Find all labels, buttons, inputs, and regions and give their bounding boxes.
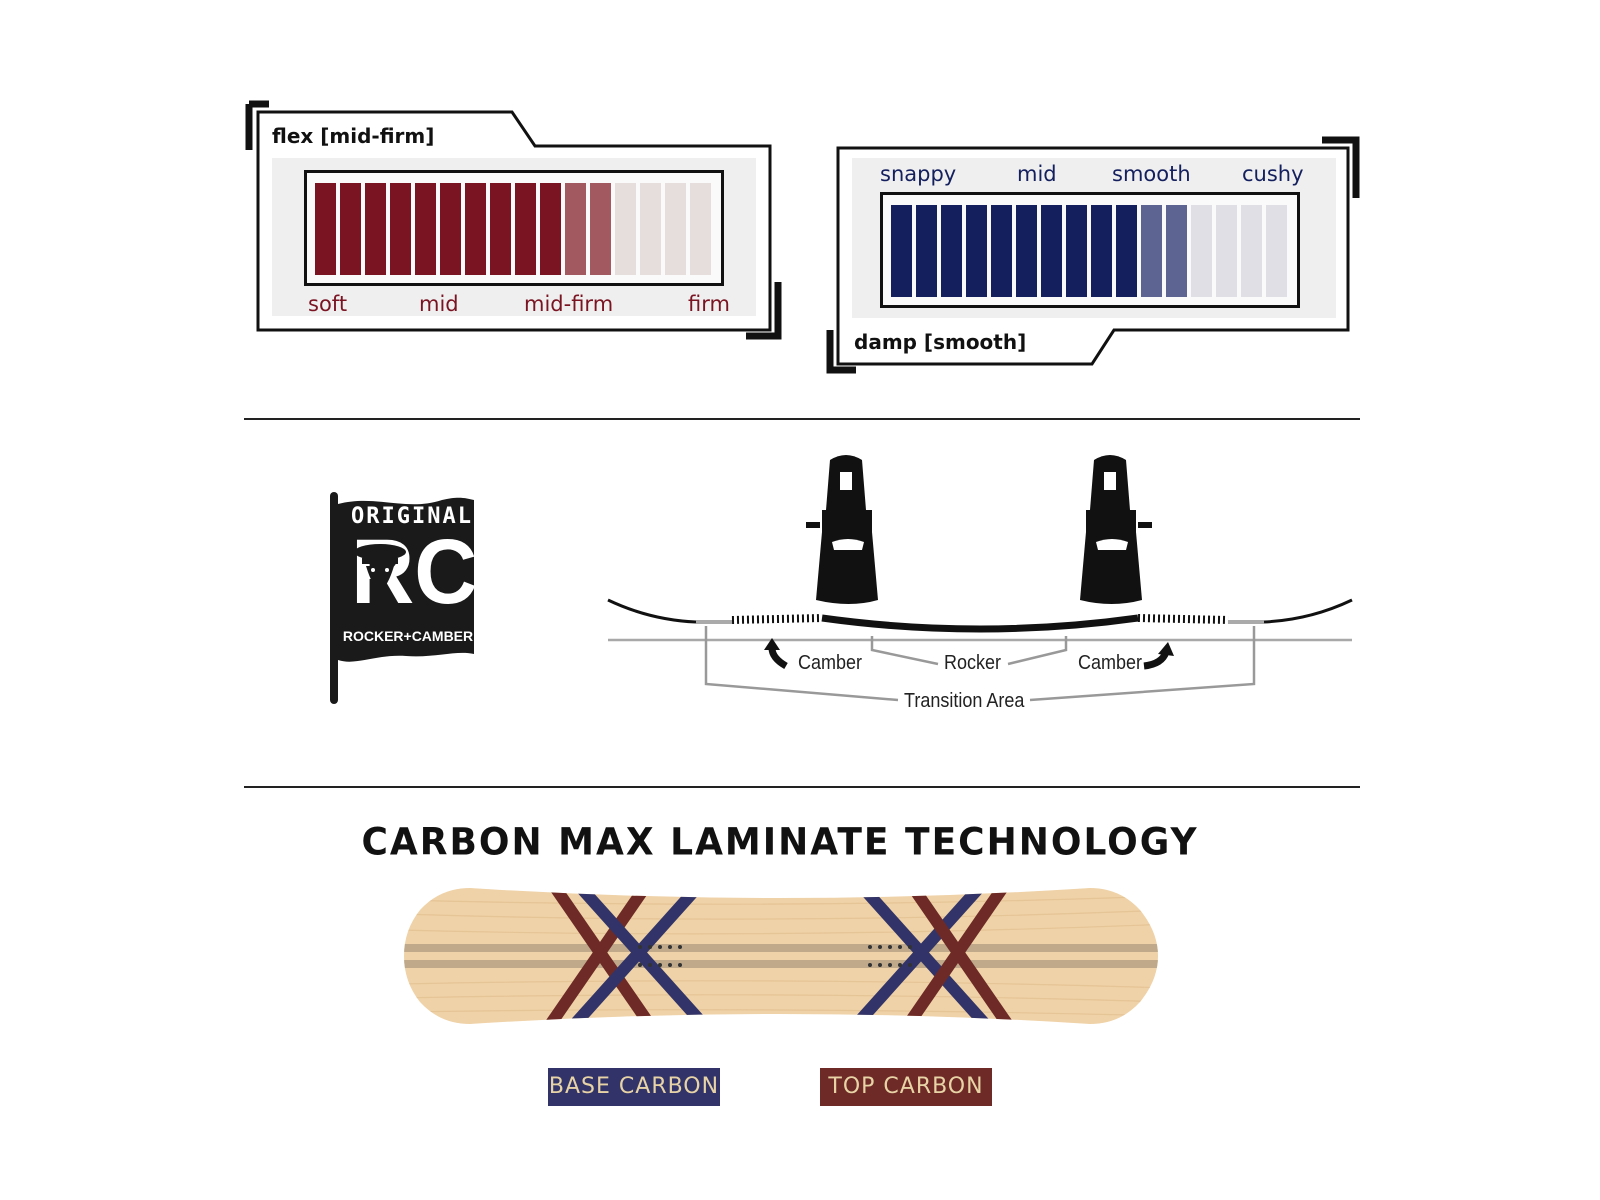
- damp-label-mid: mid: [1017, 162, 1057, 186]
- divider-bottom: [244, 786, 1360, 788]
- damp-meter-segment: [941, 205, 962, 297]
- flex-meter-segment: [440, 183, 461, 275]
- damp-meter: [880, 192, 1300, 308]
- damp-meter-segment: [891, 205, 912, 297]
- damp-meter-segment: [966, 205, 987, 297]
- flex-title: flex [mid-firm]: [272, 124, 435, 148]
- damp-meter-segment: [1216, 205, 1237, 297]
- logo-bottom-text: ROCKER+CAMBER: [342, 628, 474, 644]
- label-rocker: Rocker: [944, 652, 1002, 674]
- flex-label-mid-firm: mid-firm: [524, 292, 614, 316]
- label-camber-right: Camber: [1078, 652, 1143, 674]
- flex-panel: flex [mid-firm] soft mid mid-firm firm: [0, 0, 800, 360]
- board-profile-drawing: [607, 455, 1353, 702]
- label-transition-area: Transition Area: [904, 690, 1025, 712]
- flex-meter-segment: [490, 183, 511, 275]
- flex-meter-segment: [415, 183, 436, 275]
- flex-meter-segment: [615, 183, 636, 275]
- damp-meter-segment: [1266, 205, 1287, 297]
- damp-meter-segment: [916, 205, 937, 297]
- flex-label-mid: mid: [419, 292, 459, 316]
- flex-meter-segment: [690, 183, 711, 275]
- flex-meter-segment: [565, 183, 586, 275]
- damp-label-snappy: snappy: [880, 162, 957, 186]
- flex-meter-segment: [590, 183, 611, 275]
- pirate-icon: [354, 544, 406, 589]
- damp-label-smooth: smooth: [1112, 162, 1191, 186]
- damp-meter-segment: [991, 205, 1012, 297]
- flex-meter-segment: [540, 183, 561, 275]
- flex-meter-segment: [390, 183, 411, 275]
- damp-meter-segment: [1066, 205, 1087, 297]
- binding-right-icon: [1080, 455, 1152, 604]
- legend-top-carbon: TOP CARBON: [820, 1068, 992, 1106]
- flex-meter-segment: [315, 183, 336, 275]
- damp-title: damp [smooth]: [854, 330, 1027, 354]
- snowboard-illustration: [404, 888, 1158, 1024]
- flex-meter-segment: [665, 183, 686, 275]
- flex-meter-segment: [515, 183, 536, 275]
- flex-meter-segment: [340, 183, 361, 275]
- legend-base-carbon: BASE CARBON: [548, 1068, 720, 1106]
- damp-meter-segment: [1016, 205, 1037, 297]
- divider-top: [244, 418, 1360, 420]
- flex-label-firm: firm: [688, 292, 730, 316]
- damp-meter-segment: [1191, 205, 1212, 297]
- damp-meter-segment: [1091, 205, 1112, 297]
- damp-panel: snappy mid smooth cushy damp [smooth]: [800, 0, 1600, 380]
- damp-meter-segment: [1166, 205, 1187, 297]
- rocker-camber-logo: ORIGINAL RC ROCKER+CAMBER: [326, 490, 486, 706]
- damp-panel-frame: [826, 136, 1360, 374]
- damp-meter-segment: [1241, 205, 1262, 297]
- tech-title: CARBON MAX LAMINATE TECHNOLOGY: [361, 820, 1199, 865]
- flex-meter-segment: [465, 183, 486, 275]
- damp-meter-segment: [1041, 205, 1062, 297]
- damp-meter-segment: [1116, 205, 1137, 297]
- damp-meter-segment: [1141, 205, 1162, 297]
- binding-left-icon: [806, 455, 878, 604]
- logo-top-text: ORIGINAL: [351, 504, 473, 529]
- flex-meter: [304, 170, 724, 286]
- label-camber-left: Camber: [798, 652, 863, 674]
- flex-label-soft: soft: [308, 292, 348, 316]
- damp-label-cushy: cushy: [1242, 162, 1304, 186]
- flex-meter-segment: [365, 183, 386, 275]
- flex-meter-segment: [640, 183, 661, 275]
- board-profile-diagram: Camber Rocker Camber Transition Area: [600, 450, 1360, 740]
- flag-icon: [330, 492, 474, 704]
